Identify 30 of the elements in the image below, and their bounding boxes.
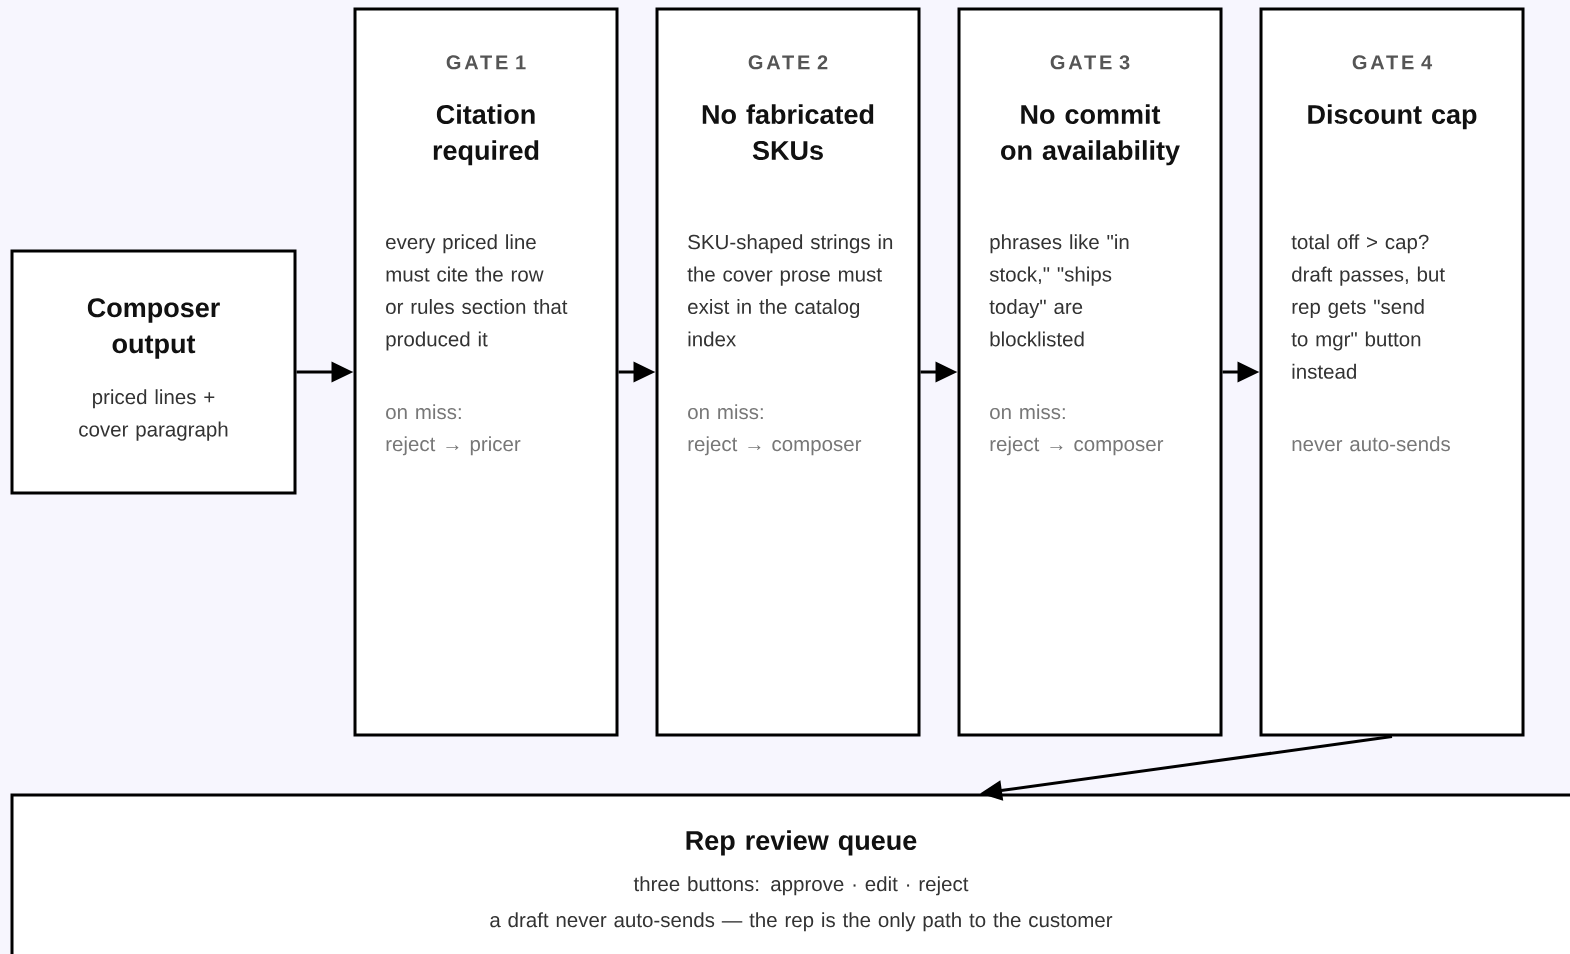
note-text: never auto-sends: [1292, 436, 1450, 452]
note-text: reject → composer: [688, 436, 862, 456]
box-title: No commit on availability: [1001, 104, 1180, 166]
note-text: on miss:: [386, 404, 461, 420]
box-title: Rep review queue: [686, 830, 917, 856]
output-box: [10, 249, 297, 495]
box-title: No fabricated SKUs: [702, 104, 874, 161]
box-text: a draft never auto-sends — the rep is the only path to the customer: [490, 912, 1113, 932]
box-text: priced lines + cover paragraph: [79, 389, 228, 441]
note-text: reject → pricer: [386, 436, 521, 456]
box-text: three buttons: approve · edit · reject: [633, 876, 969, 896]
box-title: Composer output: [87, 298, 220, 359]
gate-label: GATE 4: [1352, 55, 1433, 70]
box-text: total off > cap? draft passes, but rep gets "send to mgr" button instead: [1291, 234, 1445, 379]
box-title: Discount cap: [1308, 104, 1477, 130]
box-text: phrases like "in stock," "ships today" are blocklisted: [989, 234, 1129, 347]
gate-box: [957, 7, 1223, 737]
box-text: every priced line must cite the row or rules section that produced it: [386, 234, 568, 351]
gate-label: GATE 3: [1050, 55, 1130, 70]
note-text: on miss:: [990, 404, 1065, 420]
note-text: on miss:: [688, 404, 763, 420]
box-text: SKU-shaped strings in the cover prose must exist in the catalog index: [687, 234, 893, 347]
gate-box: [1259, 7, 1525, 737]
queue-box: [10, 793, 1570, 954]
note-text: reject → composer: [990, 436, 1164, 456]
gate-box: [655, 7, 921, 737]
box-title: Citation required: [433, 104, 539, 166]
gate-label: GATE 1: [446, 55, 526, 70]
gate-label: GATE 2: [748, 55, 828, 70]
gate-box: [353, 7, 619, 737]
